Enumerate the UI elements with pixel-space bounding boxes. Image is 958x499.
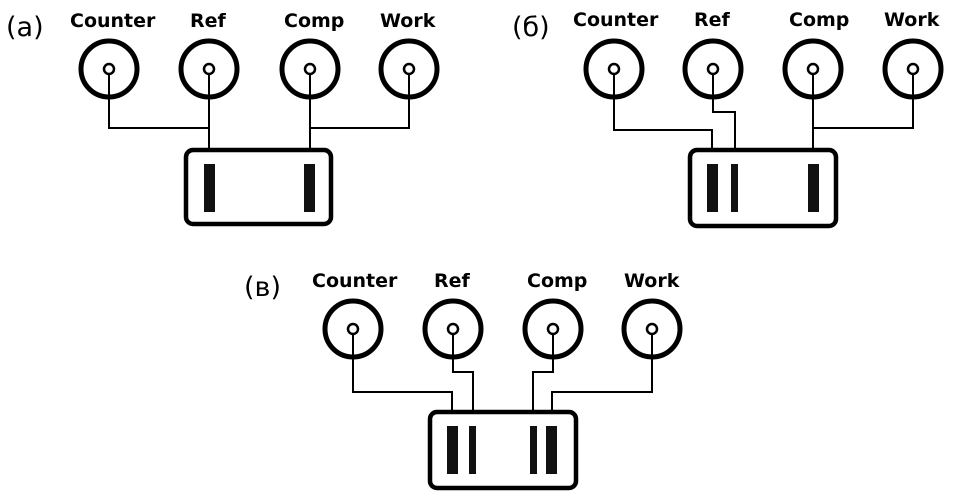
terminal-socket	[906, 62, 920, 76]
terminal-socket	[202, 62, 216, 76]
wire-counter	[613, 74, 713, 164]
electrode	[546, 426, 557, 474]
terminal-label-ref: Ref	[694, 9, 731, 31]
panel-label: (а)	[6, 12, 44, 43]
terminal-label-ref: Ref	[190, 10, 227, 32]
panel-label: (в)	[244, 272, 281, 303]
reference-electrode	[469, 426, 476, 474]
terminal-label-work: Work	[884, 9, 940, 31]
panel-v: (в) Counter Ref Comp Work	[244, 270, 683, 491]
terminal-label-work: Work	[380, 10, 436, 32]
wire-work	[813, 74, 914, 129]
terminal-label-ref: Ref	[434, 270, 471, 292]
wire-comp	[532, 334, 554, 426]
electrode	[808, 164, 819, 212]
electrochemical-cell	[183, 147, 334, 227]
terminal-socket	[607, 62, 621, 76]
electrode	[707, 164, 718, 212]
terminal-socket	[346, 322, 360, 336]
wire-ref	[452, 334, 474, 426]
electrode	[304, 164, 315, 212]
terminal-socket	[645, 322, 659, 336]
terminal-label-work: Work	[624, 270, 680, 292]
electrode	[447, 426, 458, 474]
electrochemical-cell	[687, 147, 839, 229]
wire-counter	[352, 334, 453, 426]
terminal-label-comp: Comp	[789, 9, 849, 31]
terminal-label-comp: Comp	[527, 270, 587, 292]
panel-a: (а) Counter Ref Comp Work	[6, 10, 440, 227]
wire-ref	[712, 74, 736, 164]
terminal-socket	[446, 322, 460, 336]
terminal-socket	[402, 62, 416, 76]
wire-work	[310, 74, 410, 129]
reference-electrode	[530, 426, 537, 474]
panel-b: (б) Counter Ref Comp Work	[512, 9, 944, 229]
wire-counter	[108, 74, 209, 129]
terminal-label-comp: Comp	[284, 10, 344, 32]
terminal-socket	[102, 62, 116, 76]
terminal-label-counter: Counter	[573, 9, 659, 31]
electrode	[204, 164, 215, 212]
terminal-socket	[546, 322, 560, 336]
electrochemical-cell	[427, 409, 579, 491]
reference-electrode	[731, 164, 738, 212]
terminal-label-counter: Counter	[70, 10, 156, 32]
panel-label: (б)	[512, 12, 550, 43]
terminal-label-counter: Counter	[312, 270, 398, 292]
terminal-socket	[303, 62, 317, 76]
terminal-socket	[806, 62, 820, 76]
terminal-socket	[706, 62, 720, 76]
wire-work	[551, 334, 653, 426]
